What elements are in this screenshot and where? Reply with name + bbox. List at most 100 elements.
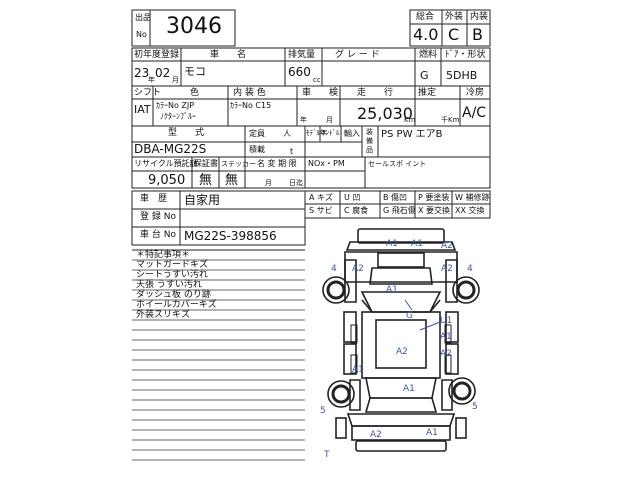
damage-pointer-lines xyxy=(404,299,441,331)
sticker-label: ステッカー xyxy=(221,160,256,168)
model-value: モコ xyxy=(184,65,206,78)
mark-front-a1-2: A1 xyxy=(411,239,423,249)
import-label: 輸入 xyxy=(344,129,360,138)
legend-xx: XX 交換 xyxy=(455,206,485,215)
estimate-label: 推定 xyxy=(418,88,437,98)
exterior-label: 外装 xyxy=(445,12,464,22)
type-value: DBA-MG22S xyxy=(134,142,207,156)
legend-c: C 腐食 xyxy=(344,206,369,215)
legend-s: S サビ xyxy=(309,206,333,215)
handle-label: ﾊﾝﾄﾞﾙ xyxy=(322,129,340,137)
reg-month-unit: 月 xyxy=(172,76,179,84)
ac-label: 冷房 xyxy=(466,88,485,98)
km-unit: Km xyxy=(404,116,416,124)
interior-color-label: 内 装 色 xyxy=(233,88,266,98)
sales-point-label: セールスポ イント xyxy=(368,160,427,168)
displacement-value: 660 xyxy=(288,65,311,79)
history-value: 自家用 xyxy=(184,193,221,207)
legend-b: B 傷凹 xyxy=(383,193,408,202)
mileage-value: 25,030 xyxy=(357,104,413,123)
note-line-6: 外装スリキズ xyxy=(136,310,191,320)
cc-unit: cc xyxy=(313,76,321,84)
reg-no-label: 登 録 No xyxy=(140,212,176,222)
legend-a: A キズ xyxy=(309,193,334,202)
chassis-value: MG22S-398856 xyxy=(184,229,277,243)
note-line-1: マットガードキズ xyxy=(136,260,209,270)
mark-door-a2-2: A2 xyxy=(440,349,452,359)
door-shape-value: 5DHB xyxy=(446,69,478,82)
first-reg-label: 初年度登録 xyxy=(134,50,180,60)
name-change-day-unit: 日迄 xyxy=(289,179,303,187)
mark-tail-a2: A2 xyxy=(370,430,382,440)
reg-year: 23 xyxy=(134,66,150,80)
legend-w: W 補修跡 xyxy=(455,193,490,202)
inspection-label: 車 検 xyxy=(302,88,339,98)
reg-year-unit: 年 xyxy=(148,76,155,84)
equipment-label: 装 備 品 xyxy=(366,128,373,154)
mark-right-a1: A1 xyxy=(440,332,452,342)
exterior-value: C xyxy=(448,25,460,44)
mark-rear-5-left: 5 xyxy=(320,406,326,416)
ac-value: A/C xyxy=(462,105,487,121)
legend-x: X 要交換 xyxy=(418,206,451,215)
inspection-month-unit: 月 xyxy=(326,116,333,124)
lot-label-bottom: No xyxy=(136,30,147,39)
notes-title: ＊特記事項＊ xyxy=(136,250,191,260)
type-label: 型 式 xyxy=(168,128,205,138)
note-line-3: 天張 うすい汚れ xyxy=(136,280,202,290)
note-line-5: ホイールカバーキズ xyxy=(136,300,217,310)
reg-month: 02 xyxy=(155,66,171,80)
lot-number: 3046 xyxy=(166,14,222,39)
color-code: ｶﾗｰNo ZJP xyxy=(156,101,195,110)
mark-front-a1-1: A1 xyxy=(386,239,398,249)
mark-rear-a1: A1 xyxy=(403,384,415,394)
recycle-value: 9,050 xyxy=(148,173,186,188)
note-line-4: ダッシュ板 のり跡 xyxy=(136,290,211,300)
km-thousand-unit: 千Km xyxy=(441,116,460,124)
capacity-label: 定員 xyxy=(249,129,265,138)
name-change-label: 名 変 期 限 xyxy=(257,159,297,168)
mark-left-front-4: 4 xyxy=(331,264,337,274)
legend-p: P 要塗装 xyxy=(418,193,450,202)
mark-rear-5-right: 5 xyxy=(472,402,478,412)
mark-roof-g: G xyxy=(406,311,413,321)
mark-hood-a1: A1 xyxy=(386,285,398,295)
color-name: ﾉｸﾀｰﾝﾌﾞﾙｰ xyxy=(160,112,196,121)
mark-u1: U1 xyxy=(440,316,453,326)
mark-t: T xyxy=(324,450,330,460)
recycle-label: リサイクル預託額 xyxy=(134,159,198,168)
legend-u: U 凹 xyxy=(344,193,361,202)
interior-value: B xyxy=(472,25,483,44)
shift-value: IAT xyxy=(134,103,151,116)
lot-box xyxy=(131,9,236,47)
grade-label: グ レ ー ド xyxy=(335,50,380,60)
notes-ruled-lines xyxy=(132,259,305,461)
mark-tail-a1: A1 xyxy=(426,428,438,438)
mark-left-front-a2: A2 xyxy=(352,264,364,274)
displacement-label: 排気量 xyxy=(288,50,316,60)
ton-unit: t xyxy=(290,147,294,156)
mark-front-a2: A2 xyxy=(441,241,453,251)
sticker-value: 無 xyxy=(225,173,239,188)
load-label: 積載 xyxy=(249,145,265,154)
color-label: 色 xyxy=(190,88,200,98)
warranty-value: 無 xyxy=(199,173,213,188)
model-label: 車 名 xyxy=(210,50,247,60)
model-year-label: ﾓﾃﾞﾙ年 xyxy=(306,129,327,137)
mark-right-front-4: 4 xyxy=(467,264,473,274)
fuel-label: 燃料 xyxy=(419,50,438,60)
nox-label: NOx・PM xyxy=(308,159,345,168)
chassis-label: 車 台 No xyxy=(140,230,176,240)
score-value: 4.0 xyxy=(413,25,439,44)
car-diagram xyxy=(322,228,480,452)
interior-label: 内装 xyxy=(470,12,489,22)
mark-door-a2-1: A2 xyxy=(396,347,408,357)
score-box xyxy=(409,9,491,47)
mileage-label: 走 行 xyxy=(357,88,394,98)
mark-right-front-a2: A2 xyxy=(441,264,453,274)
lot-label-top: 出品 xyxy=(135,13,151,22)
history-label: 車 歴 xyxy=(140,194,168,204)
warranty-label: 保証書 xyxy=(194,159,218,168)
score-label: 総合 xyxy=(416,12,435,22)
